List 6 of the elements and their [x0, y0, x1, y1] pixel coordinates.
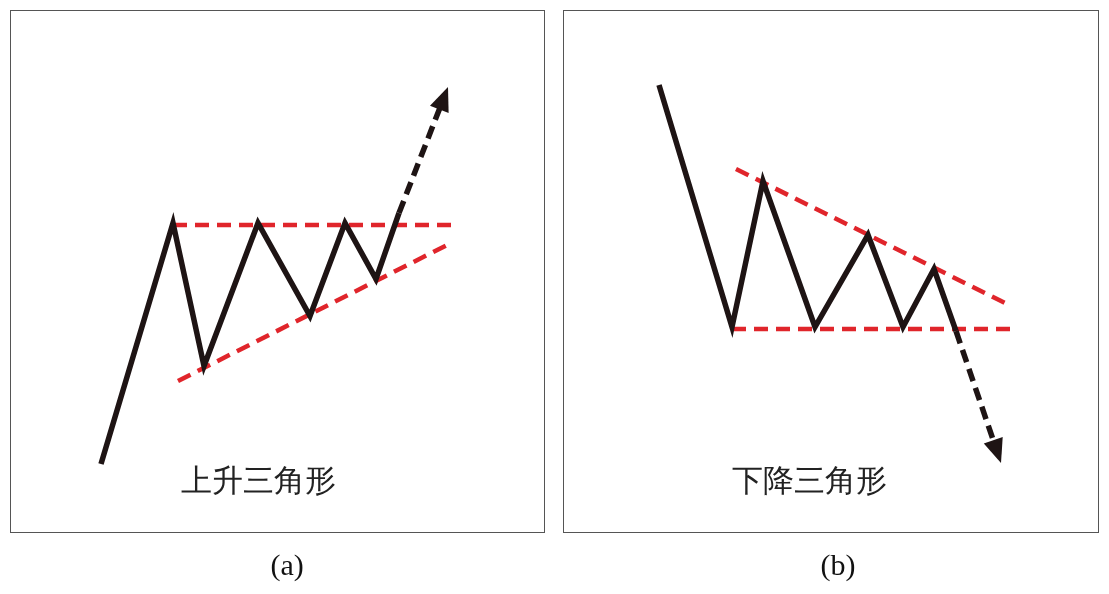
pattern-label: 下降三角形 [732, 463, 887, 499]
chart-panel [563, 10, 1099, 533]
chart-panel [10, 10, 545, 533]
pattern-label: 上升三角形 [181, 463, 336, 499]
panel-caption: (b) [820, 548, 856, 581]
panel-caption: (a) [270, 548, 304, 581]
